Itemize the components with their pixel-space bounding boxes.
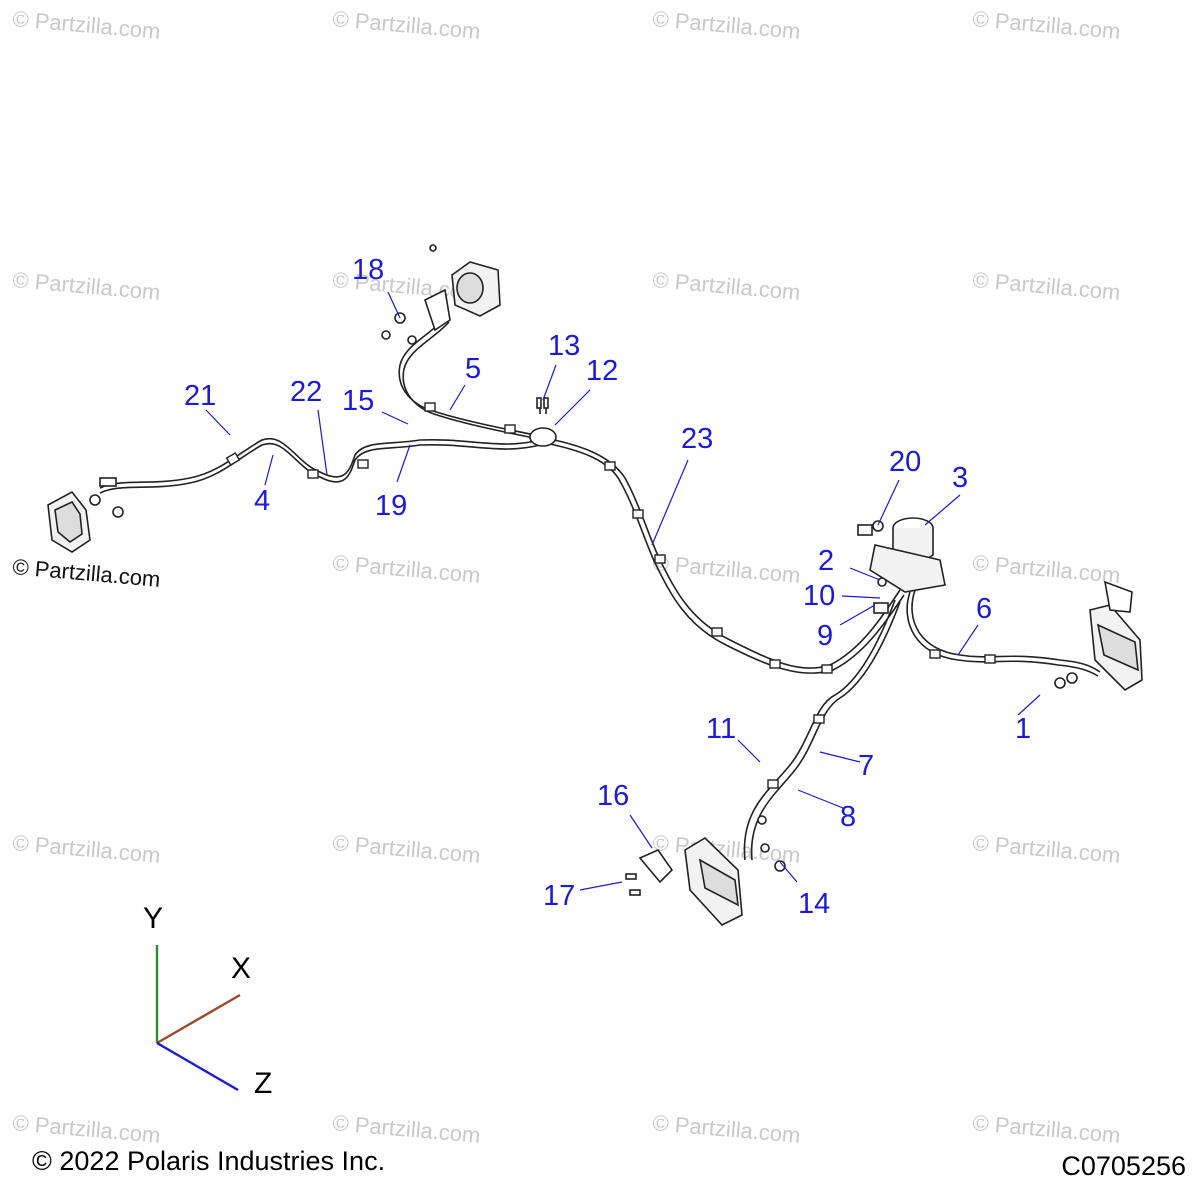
lower-caliper: [625, 815, 786, 926]
top-caliper: [381, 244, 501, 345]
hose-4: [99, 437, 541, 489]
right-caliper: [1054, 580, 1143, 692]
watermark-text: © Partzilla.com: [652, 6, 802, 44]
watermark-text: © Partzilla.com: [972, 830, 1122, 868]
watermark-text: © Partzilla.com: [972, 267, 1122, 305]
callout-8: 8: [840, 801, 856, 833]
callout-23: 23: [681, 423, 713, 455]
watermark-text: © Partzilla.com: [12, 6, 162, 44]
watermark-text: © Partzilla.com: [332, 550, 482, 588]
axis-y-label: Y: [143, 902, 163, 935]
callout-18: 18: [352, 254, 384, 286]
hose-clips: [225, 402, 996, 789]
callout-12: 12: [586, 355, 618, 387]
hose-23: [544, 437, 901, 669]
watermark-text: © Partzilla.com: [12, 267, 162, 305]
watermark-text: © Partzilla.com: [972, 6, 1122, 44]
watermark-text: © Partzilla.com: [652, 267, 802, 305]
watermark-text: © Partzilla.com: [972, 1110, 1122, 1148]
watermark-text: © Partzilla.com: [332, 1110, 482, 1148]
axis-x-label: X: [231, 952, 251, 985]
watermark-text: © Partzilla.com: [652, 1110, 802, 1148]
callout-15: 15: [342, 385, 374, 417]
leader-lines: [205, 291, 1041, 891]
partzilla-watermark: © Partzilla.com: [12, 554, 162, 592]
callout-14: 14: [798, 888, 830, 920]
callout-6: 6: [976, 593, 992, 625]
callout-13: 13: [548, 330, 580, 362]
callout-4: 4: [254, 485, 270, 517]
brake-hoses: [99, 317, 1101, 861]
callout-9: 9: [817, 620, 833, 652]
watermark-text: © Partzilla.com: [652, 550, 802, 588]
callout-19: 19: [375, 490, 407, 522]
copyright-notice: © 2022 Polaris Industries Inc.: [32, 1146, 386, 1176]
watermark-text: © Partzilla.com: [972, 550, 1122, 588]
hose-6: [911, 589, 1101, 673]
callout-22: 22: [290, 376, 322, 408]
callout-20: 20: [889, 446, 921, 478]
axis-x-line: [156, 993, 241, 1045]
callout-11: 11: [706, 713, 736, 745]
axis-indicator: Y X Z: [143, 902, 272, 1100]
axis-z-label: Z: [254, 1067, 272, 1100]
axis-z-line: [156, 1041, 239, 1092]
callout-5: 5: [465, 353, 481, 385]
callout-7: 7: [858, 750, 874, 782]
watermark-text: © Partzilla.com: [12, 830, 162, 868]
callout-16: 16: [597, 780, 629, 812]
callout-10: 10: [803, 580, 835, 612]
callout-21: 21: [184, 380, 216, 412]
drawing-number: C0705256: [1061, 1151, 1186, 1181]
callout-1: 1: [1015, 713, 1031, 745]
callout-2: 2: [818, 545, 834, 577]
watermark-grid: © Partzilla.com © Partzilla.com © Partzill…: [12, 6, 1122, 1148]
callout-3: 3: [952, 462, 968, 494]
watermark-text: © Partzilla.com: [332, 6, 482, 44]
left-caliper: [47, 477, 124, 553]
callout-labels: 1 2 3 4 5 6 7 8 9 10 11 12 13 14 15 16 1…: [184, 254, 1031, 920]
junction-block: [529, 397, 557, 447]
master-cylinder: [857, 517, 946, 614]
hose-7: [743, 599, 896, 861]
callout-17: 17: [543, 880, 575, 912]
watermark-text: © Partzilla.com: [12, 1110, 162, 1148]
watermark-text: © Partzilla.com: [332, 830, 482, 868]
